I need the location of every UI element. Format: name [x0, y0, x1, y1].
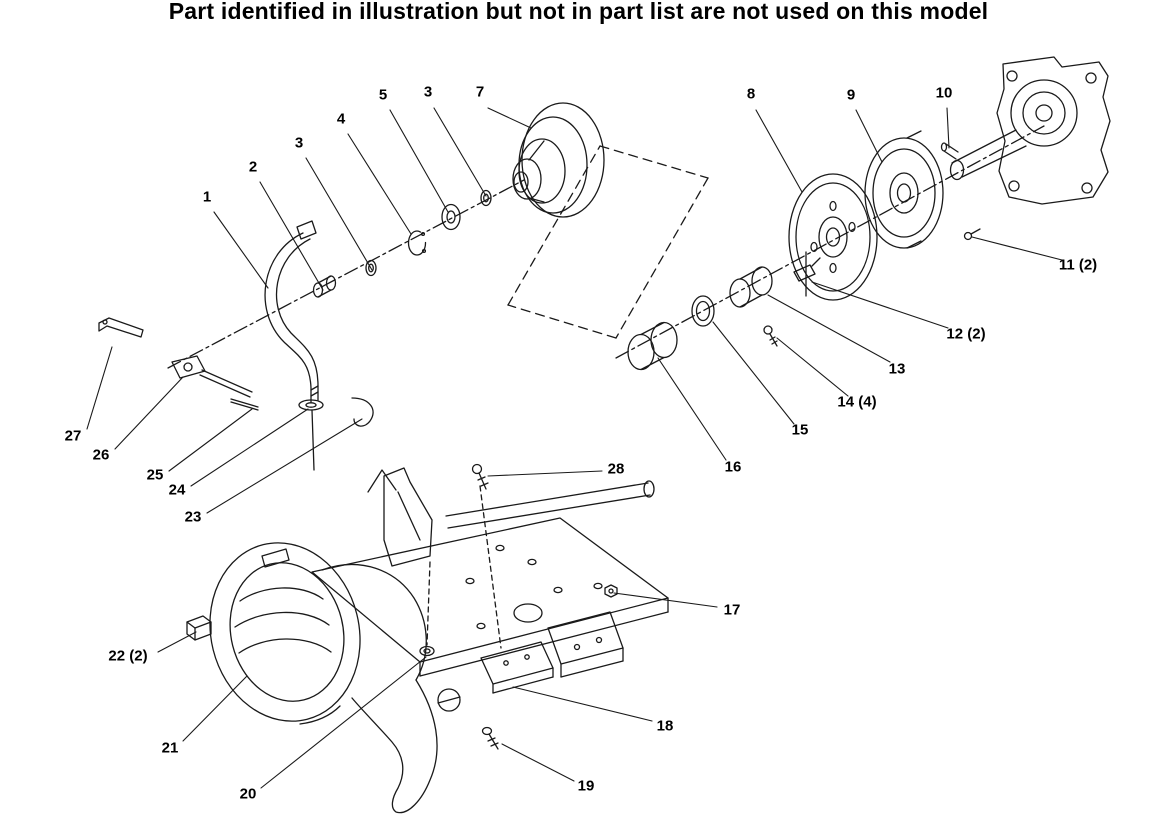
part-callout-14: 14 (4) [837, 393, 877, 411]
part-callout-3: 3 [423, 83, 433, 101]
part-8-pulley [788, 173, 878, 301]
page-title: Part identified in illustration but not … [168, 0, 989, 24]
part-callout-2: 2 [248, 158, 258, 176]
part-3-ring-left [365, 259, 377, 277]
part-25-pin [230, 398, 259, 411]
part-callout-25: 25 [146, 466, 164, 484]
part-callout-4: 4 [336, 110, 346, 128]
part-callout-16: 16 [724, 458, 742, 476]
part-20-washer [419, 645, 435, 657]
part-callout-26: 26 [92, 446, 110, 464]
part-callout-7: 7 [475, 83, 485, 101]
part-callout-1: 1 [202, 188, 212, 206]
part-15-ring [691, 295, 715, 327]
centerline-right-axis [615, 125, 1045, 359]
part-24-washer [298, 399, 324, 471]
centerline-left-axis [167, 179, 525, 369]
part-callout-23: 23 [184, 508, 202, 526]
belt-alignment-dashes [507, 145, 709, 339]
frame-plate [311, 517, 669, 677]
part-callout-10: 10 [935, 84, 953, 102]
part-14-screw [763, 325, 778, 347]
part-13-spacer [729, 266, 773, 308]
part-callout-18: 18 [656, 717, 674, 735]
part-22-clip [186, 615, 212, 641]
part-callout-13: 13 [888, 360, 906, 378]
part-21-cover [209, 542, 438, 814]
alignment-dashes-lower [426, 485, 502, 649]
part-27-bracket [98, 317, 144, 338]
part-1-rod [264, 220, 319, 403]
part-callout-8: 8 [746, 85, 756, 103]
part-3-ring-right [480, 189, 492, 207]
part-28-screw [471, 463, 489, 490]
part-callout-19: 19 [577, 777, 595, 795]
part-18-bracket [480, 641, 554, 694]
part-23-hook [351, 397, 374, 427]
part-26-lever [171, 355, 253, 398]
part-7-pulley [512, 102, 605, 218]
part-callout-22: 22 (2) [108, 647, 148, 665]
part-callout-20: 20 [239, 785, 257, 803]
frame-upright-bracket [367, 467, 433, 567]
frame-flange-box [547, 611, 624, 678]
part-16-bushing [627, 321, 678, 371]
part-17-bolt [604, 584, 618, 598]
part-11-bolt [963, 228, 981, 241]
leader-lines [86, 107, 1063, 789]
part-callout-28: 28 [607, 460, 625, 478]
part-callout-5: 5 [378, 86, 388, 104]
part-callout-21: 21 [161, 739, 179, 757]
part-5-washer [441, 203, 461, 231]
part-callout-9: 9 [846, 86, 856, 104]
part-10-pin [940, 142, 959, 160]
part-callout-12: 12 (2) [946, 325, 986, 343]
engine-gearbox [949, 56, 1111, 205]
part-9-pulley [864, 130, 944, 249]
part-callout-3: 3 [294, 134, 304, 152]
part-callout-17: 17 [723, 601, 741, 619]
cover-cap [437, 688, 461, 712]
part-4-snap-ring [407, 230, 427, 256]
part-callout-24: 24 [168, 481, 186, 499]
part-callout-11: 11 (2) [1058, 256, 1098, 274]
part-callout-15: 15 [791, 421, 809, 439]
frame-cross-tube [445, 480, 655, 529]
part-19-screw [481, 726, 499, 750]
part-callout-27: 27 [64, 427, 82, 445]
